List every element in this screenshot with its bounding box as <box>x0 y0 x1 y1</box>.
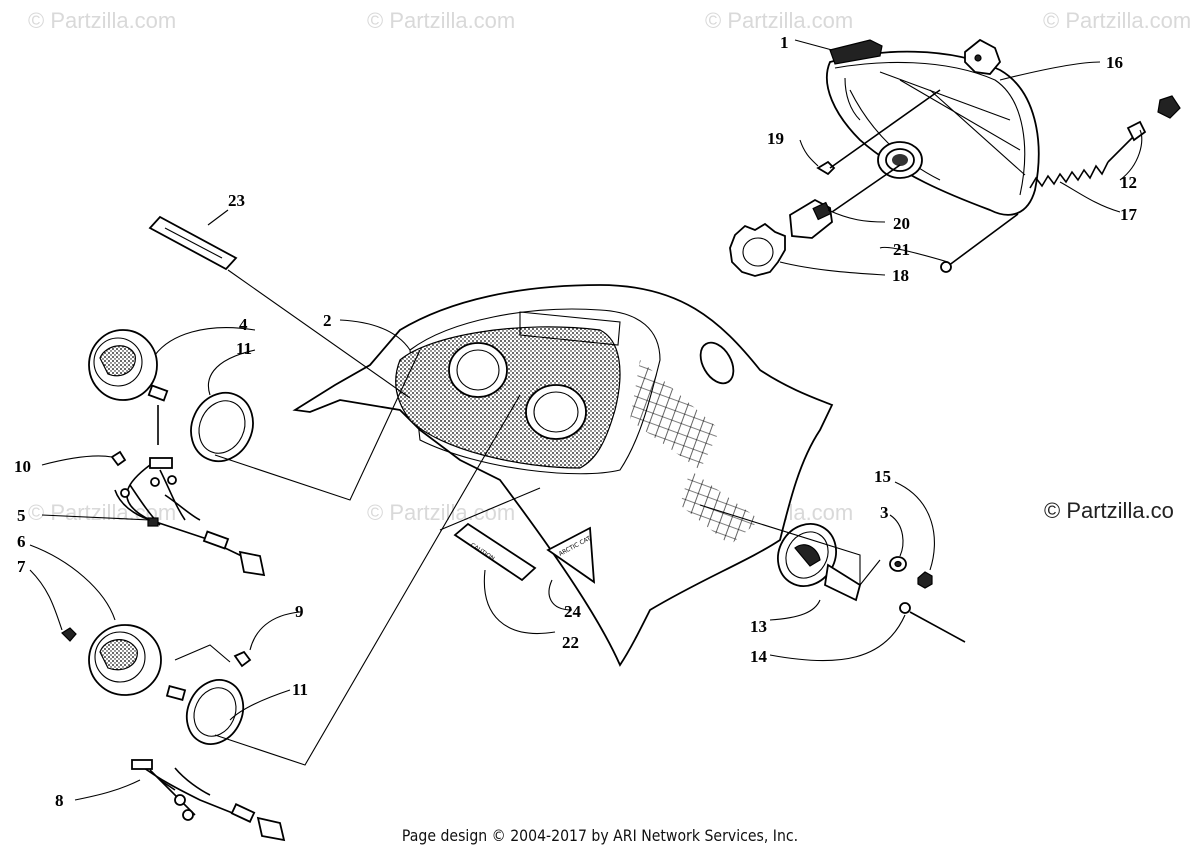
bezel-ring-bottom[interactable] <box>177 671 254 754</box>
headlight-housing[interactable] <box>825 50 1040 216</box>
bulb-socket[interactable] <box>877 141 923 179</box>
callout-21[interactable]: 21 <box>893 240 910 259</box>
callout-9[interactable]: 9 <box>295 602 304 621</box>
watermark: © Partzilla.com <box>705 8 853 33</box>
small-nut[interactable] <box>61 627 77 642</box>
warning-decal[interactable]: ARCTIC CAT <box>546 526 596 584</box>
side-watermark: © Partzilla.co <box>1044 498 1174 523</box>
callout-14[interactable]: 14 <box>750 647 768 666</box>
speedometer-gauge[interactable] <box>88 329 169 445</box>
callout-20[interactable]: 20 <box>893 214 910 233</box>
nut-part[interactable] <box>917 571 933 589</box>
callout-10[interactable]: 10 <box>14 457 31 476</box>
bezel-ring-top[interactable] <box>180 383 264 472</box>
adjuster-screw[interactable] <box>940 213 1019 273</box>
bulb-part[interactable] <box>789 164 901 239</box>
clip-part[interactable] <box>816 89 941 176</box>
callout-24[interactable]: 24 <box>564 602 582 621</box>
leader-lines <box>29 39 1143 801</box>
callout-11[interactable]: 11 <box>236 339 252 358</box>
washer-part[interactable] <box>889 556 907 572</box>
callout-17[interactable]: 17 <box>1120 205 1138 224</box>
watermark: © Partzilla.com <box>367 500 515 525</box>
tachometer-gauge[interactable] <box>88 624 187 702</box>
callout-2[interactable]: 2 <box>323 311 332 330</box>
callout-labels: 1 2 3 4 5 6 7 8 9 10 11 11 12 13 14 15 1… <box>14 33 1138 810</box>
headlight-lens[interactable] <box>829 39 883 65</box>
wiring-harness-bottom[interactable] <box>131 759 286 842</box>
callout-18[interactable]: 18 <box>892 266 909 285</box>
callout-4[interactable]: 4 <box>239 315 248 334</box>
watermark-group: © Partzilla.com © Partzilla.com © Partzi… <box>28 8 1191 525</box>
callout-13[interactable]: 13 <box>750 617 767 636</box>
callout-19[interactable]: 19 <box>767 129 784 148</box>
knob-part[interactable] <box>964 38 1002 75</box>
watermark: © Partzilla.com <box>28 8 176 33</box>
gauge-pod[interactable] <box>767 513 862 602</box>
callout-23[interactable]: 23 <box>228 191 245 210</box>
callout-15[interactable]: 15 <box>874 467 891 486</box>
bulb-small[interactable] <box>110 450 127 467</box>
cable-part[interactable] <box>899 602 966 643</box>
callout-22[interactable]: 22 <box>562 633 579 652</box>
adjuster-nut[interactable] <box>1126 95 1181 142</box>
spring-part[interactable] <box>1029 134 1136 189</box>
callout-11[interactable]: 11 <box>292 680 308 699</box>
hood-dash[interactable] <box>292 284 834 667</box>
callout-8[interactable]: 8 <box>55 791 64 810</box>
callout-6[interactable]: 6 <box>17 532 26 551</box>
wiring-harness-top[interactable] <box>114 457 266 577</box>
callout-3[interactable]: 3 <box>880 503 889 522</box>
caution-decal[interactable]: CAUTION <box>453 522 537 582</box>
retaining-ring[interactable] <box>729 222 786 277</box>
callout-5[interactable]: 5 <box>17 506 26 525</box>
page-credit: Page design © 2004-2017 by ARI Network S… <box>401 826 799 845</box>
callout-12[interactable]: 12 <box>1120 173 1137 192</box>
watermark: © Partzilla.com <box>367 8 515 33</box>
bulb-socket-small[interactable] <box>233 650 252 668</box>
decal-23[interactable] <box>148 215 238 271</box>
watermark: © Partzilla.com <box>1043 8 1191 33</box>
callout-7[interactable]: 7 <box>17 557 26 576</box>
callout-16[interactable]: 16 <box>1106 53 1123 72</box>
callout-1[interactable]: 1 <box>780 33 789 52</box>
